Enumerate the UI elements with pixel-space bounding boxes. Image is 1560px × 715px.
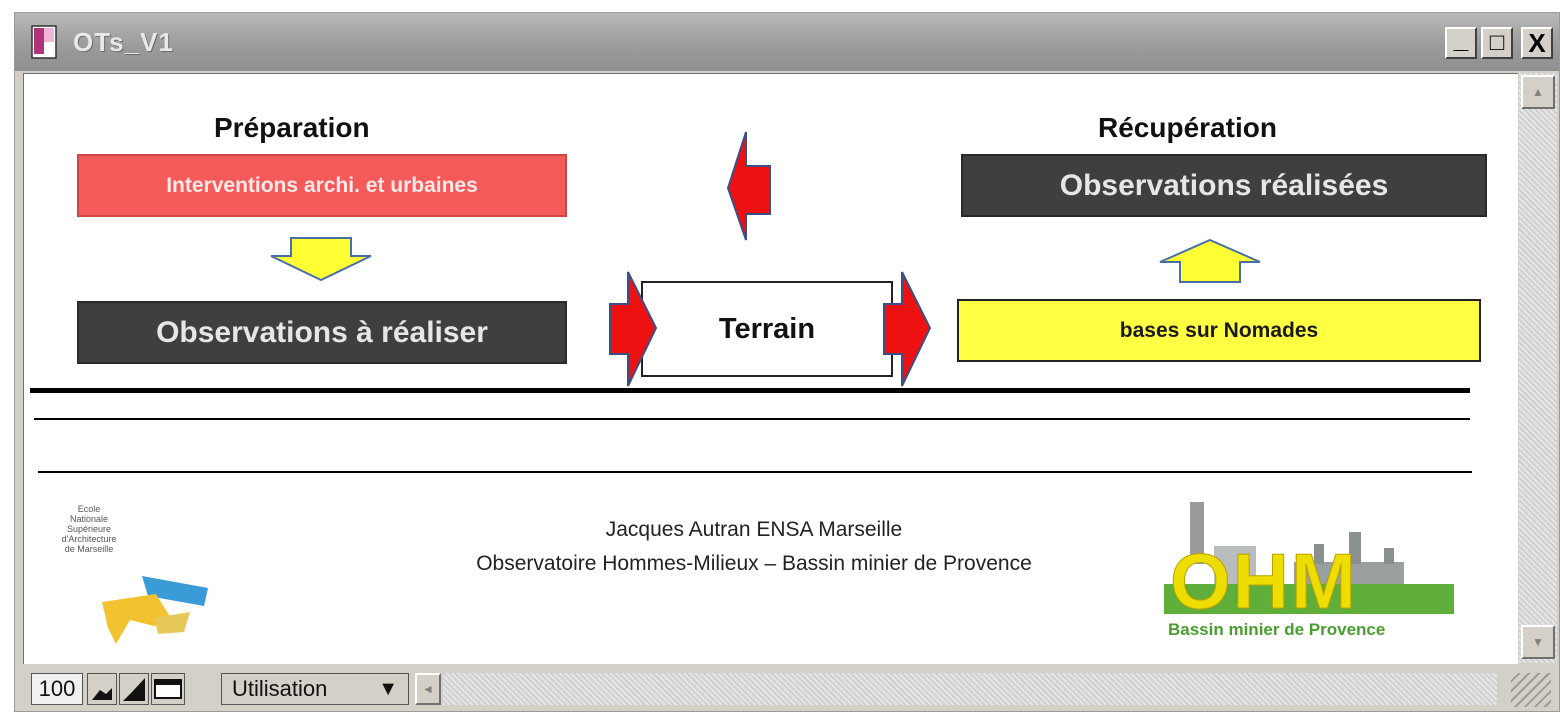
separator-thick xyxy=(30,388,1470,393)
separator-thin-1 xyxy=(34,418,1470,420)
footer-observatoire: Observatoire Hommes-Milieux – Bassin min… xyxy=(476,552,1032,575)
app-icon xyxy=(31,25,57,59)
scroll-left-button[interactable]: ◄ xyxy=(415,673,441,705)
app-window: OTs_V1 _ □ X Préparation Récupération In… xyxy=(14,12,1560,712)
maximize-button[interactable]: □ xyxy=(1481,27,1513,59)
mode-label: Utilisation xyxy=(232,676,328,701)
right-red-arrow-right-icon xyxy=(883,271,932,387)
scroll-down-icon: ▼ xyxy=(1532,635,1544,649)
observations-a-realiser-box[interactable]: Observations à réaliser xyxy=(77,301,567,364)
recuperation-heading: Récupération xyxy=(1098,112,1277,143)
maximize-icon: □ xyxy=(1489,29,1505,56)
vertical-scrollbar[interactable]: ▲ ▼ xyxy=(1519,73,1557,663)
window-title: OTs_V1 xyxy=(73,27,174,57)
close-icon: X xyxy=(1528,28,1546,58)
down-yellow-arrow-icon xyxy=(270,237,372,282)
title-bar[interactable]: OTs_V1 _ □ X xyxy=(15,13,1559,71)
minimize-icon: _ xyxy=(1453,24,1469,54)
layout-canvas: Préparation Récupération Interventions a… xyxy=(23,73,1518,664)
zoom-in-icon[interactable] xyxy=(119,673,149,705)
right-red-arrow-left-icon xyxy=(609,271,658,387)
up-red-arrow-icon xyxy=(726,131,771,241)
mode-select[interactable]: Utilisation ▼ xyxy=(221,673,409,705)
scroll-left-icon: ◄ xyxy=(422,682,434,696)
chevron-down-icon: ▼ xyxy=(378,678,398,700)
minimize-button[interactable]: _ xyxy=(1445,24,1477,59)
preparation-heading: Préparation xyxy=(214,112,370,143)
horizontal-scrollbar[interactable] xyxy=(443,673,1497,705)
resize-grip-icon[interactable] xyxy=(1511,673,1551,707)
ensa-logo-text: Ecole Nationale Supérieure d'Architectur… xyxy=(61,504,117,554)
ensa-logo-icon xyxy=(102,576,208,644)
bases-nomades-box[interactable]: bases sur Nomades xyxy=(957,299,1481,362)
interventions-box[interactable]: Interventions archi. et urbaines xyxy=(77,154,567,217)
zoom-level[interactable]: 100 xyxy=(31,673,83,705)
scroll-up-button[interactable]: ▲ xyxy=(1521,75,1555,109)
ohm-logo-subtitle: Bassin minier de Provence xyxy=(1168,620,1386,639)
observations-realisees-box[interactable]: Observations réalisées xyxy=(961,154,1487,217)
ohm-logo-icon xyxy=(1164,502,1454,614)
up-yellow-arrow-icon xyxy=(1159,238,1261,283)
scroll-up-icon: ▲ xyxy=(1532,85,1544,99)
separator-thin-2 xyxy=(38,471,1472,473)
scroll-down-button[interactable]: ▼ xyxy=(1521,625,1555,659)
ohm-logo-text: OHM xyxy=(1170,537,1358,626)
toolbar-toggle-icon[interactable] xyxy=(151,673,185,705)
close-button[interactable]: X xyxy=(1521,27,1553,59)
terrain-box[interactable]: Terrain xyxy=(641,281,893,377)
status-bar: 100 Utilisation ▼ ◄ xyxy=(23,667,1557,709)
zoom-out-icon[interactable] xyxy=(87,673,117,705)
footer-author: Jacques Autran ENSA Marseille xyxy=(605,518,903,541)
